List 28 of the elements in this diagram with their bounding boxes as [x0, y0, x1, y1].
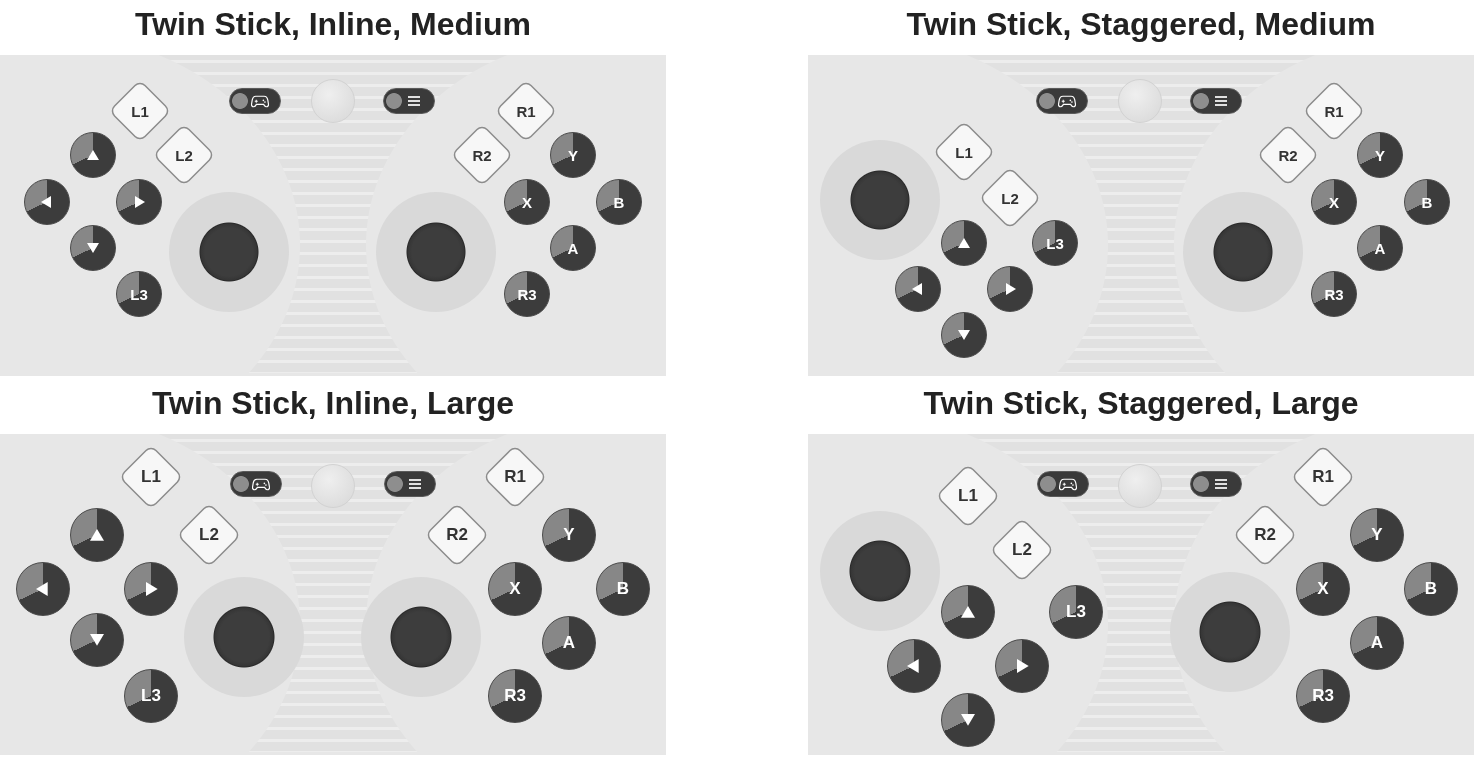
diamond-button: L2	[179, 505, 239, 565]
diamond-button: R2	[453, 126, 511, 184]
diamond-button: L2	[981, 169, 1039, 227]
pill-button	[1037, 471, 1089, 497]
diamond-button: L1	[111, 82, 169, 140]
pill-button	[383, 88, 435, 114]
diamond-button: L1	[938, 466, 998, 526]
diamond-button: L1	[935, 123, 993, 181]
diamond-button: R2	[427, 505, 487, 565]
diamond-button: R1	[1305, 82, 1363, 140]
layout-title: Twin Stick, Inline, Large	[151, 384, 515, 422]
diamond-button: L2	[155, 126, 213, 184]
diamond-button: R1	[485, 447, 545, 507]
diamond-button: L1	[121, 447, 181, 507]
diamond-button: R1	[1293, 447, 1353, 507]
pill-button	[1190, 471, 1242, 497]
layout-title: Twin Stick, Staggered, Medium	[906, 5, 1376, 43]
pill-button	[230, 471, 282, 497]
pill-button	[1036, 88, 1088, 114]
pill-button	[229, 88, 281, 114]
diamond-button: R2	[1259, 126, 1317, 184]
diamond-button: R1	[497, 82, 555, 140]
diamond-button: R2	[1235, 505, 1295, 565]
layout-title: Twin Stick, Staggered, Large	[923, 384, 1359, 422]
pill-button	[384, 471, 436, 497]
layout-title: Twin Stick, Inline, Medium	[135, 5, 531, 43]
pill-button	[1190, 88, 1242, 114]
diamond-button: L2	[992, 520, 1052, 580]
